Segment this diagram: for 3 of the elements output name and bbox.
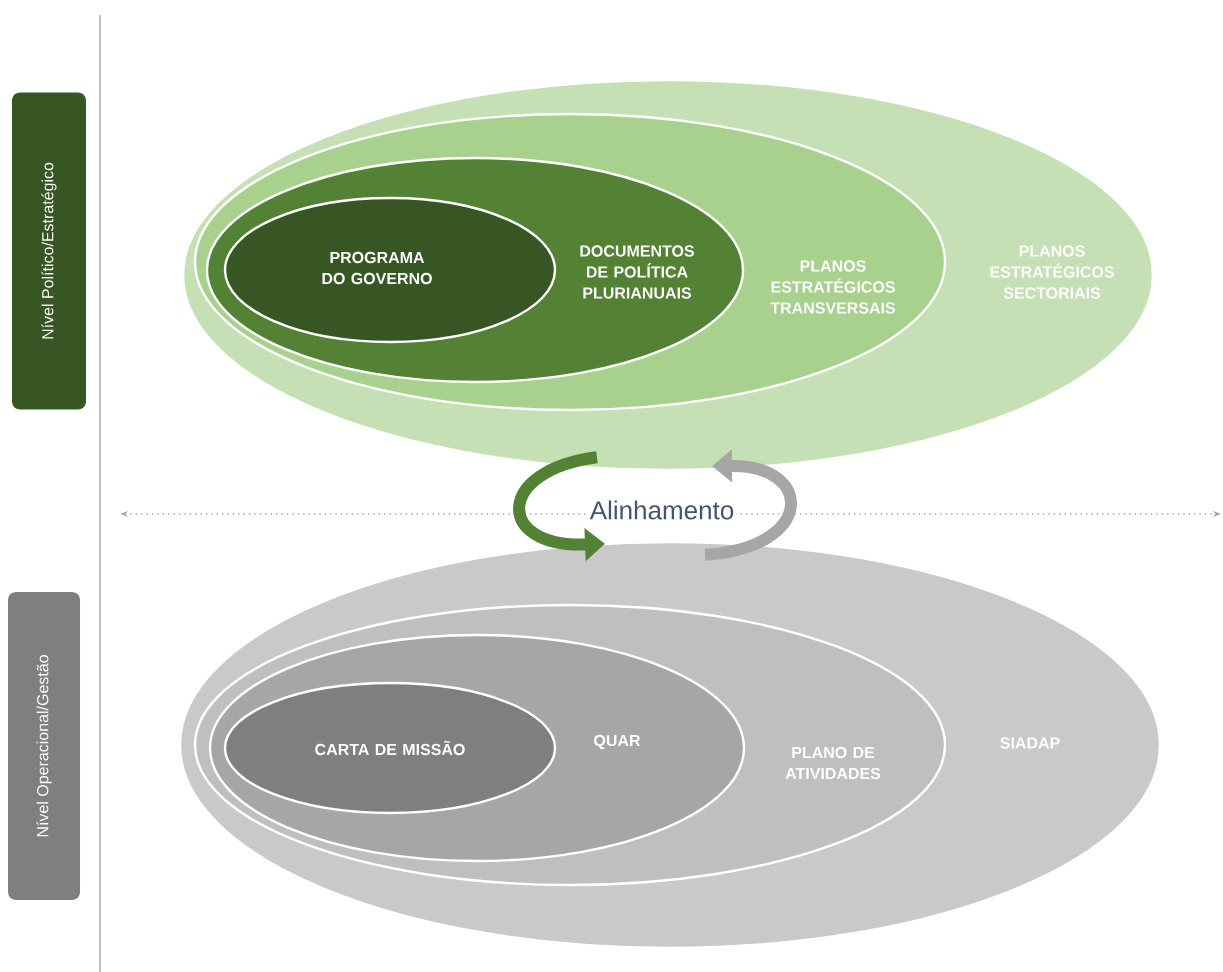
side-band: Nível Político/Estratégico	[12, 92, 86, 410]
center-label: Alinhamento	[587, 498, 737, 522]
side-band: Nível Operacional/Gestão	[8, 592, 80, 900]
